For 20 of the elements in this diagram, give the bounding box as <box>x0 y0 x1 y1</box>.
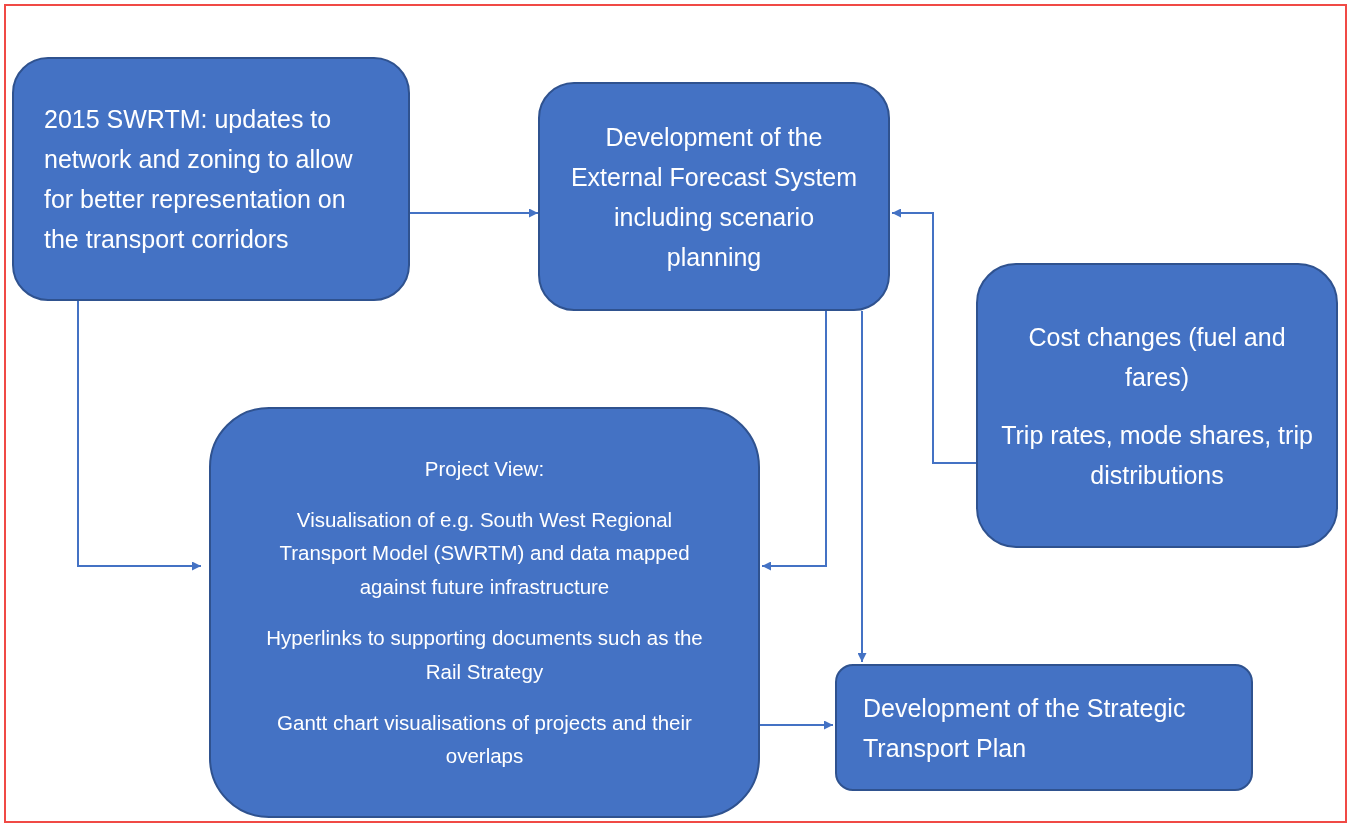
arrow <box>761 310 827 571</box>
process-box <box>12 57 410 301</box>
box-text: Development of the Strategic Transport Plan <box>863 692 1187 764</box>
box-text: Trip rates, mode shares, trip distributions <box>1000 419 1314 491</box>
box-text: Visualisation of e.g. South West Regional Transport Model (SWRTM) and data mapped against future infrastructure <box>278 506 691 601</box>
arrow <box>891 208 977 464</box>
box-text: Hyperlinks to supporting documents such as the Rail Strategy <box>265 625 704 685</box>
arrow <box>77 300 202 571</box>
box-text: 2015 SWRTM: updates to network and zoning to allow for better representation on the transport corridors <box>44 104 354 255</box>
process-box <box>209 407 760 818</box>
arrow <box>409 208 539 218</box>
box-text: Development of the External Forecast System including scenario planning <box>570 121 858 273</box>
arrow <box>857 310 867 663</box>
process-box <box>835 664 1253 791</box>
box-text: Cost changes (fuel and fares) <box>1027 321 1287 393</box>
process-box <box>976 263 1338 548</box>
box-text: Gantt chart visualisations of projects and their overlaps <box>276 709 693 770</box>
process-box <box>538 82 890 311</box>
box-text: Project View: <box>423 455 546 482</box>
arrow <box>759 720 834 730</box>
